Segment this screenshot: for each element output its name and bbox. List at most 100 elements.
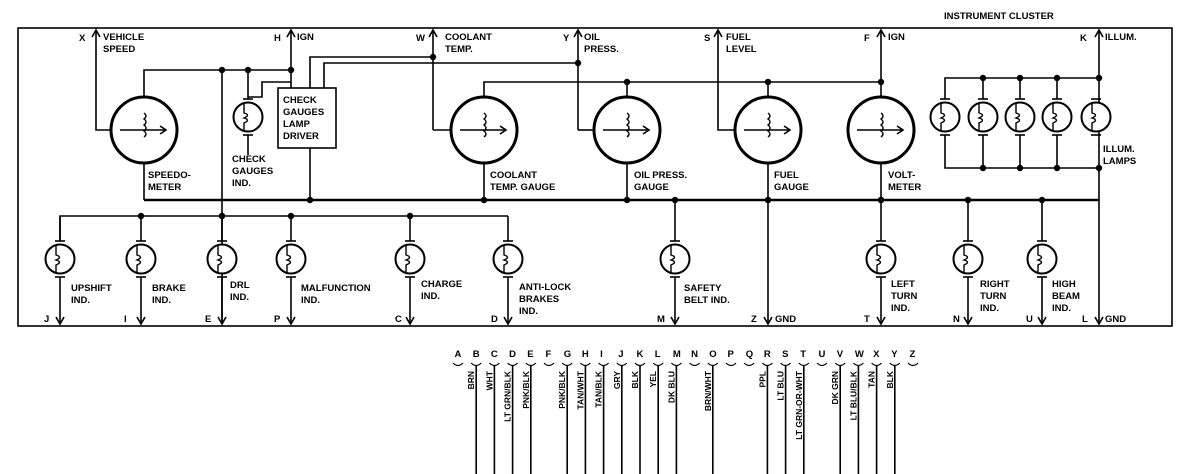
wire (95, 30, 112, 131)
bulb-glass (967, 101, 999, 133)
terminal-label: UPSHIFT (71, 283, 112, 294)
indicator-bulb (952, 240, 984, 278)
connector-pin-socket (507, 362, 519, 367)
connector-pin-label: O (709, 349, 716, 360)
coolant-temp-gauge (449, 95, 519, 165)
filament-icon (501, 245, 509, 273)
filament-icon (134, 245, 142, 273)
junction-dot (764, 196, 772, 204)
bulb-glass (394, 243, 426, 275)
check-gauges-label: CHECK (232, 154, 266, 165)
arrow-down-icon (136, 316, 146, 326)
connector-pin-socket (761, 362, 773, 367)
arrow-down-icon (217, 316, 227, 326)
arrow-right-icon (499, 125, 508, 135)
arrow-right-icon (642, 125, 651, 135)
junction-dot (1095, 164, 1103, 172)
illum-lamps-label: ILLUM. (1103, 144, 1135, 155)
connector-pin-label: K (637, 349, 644, 360)
junction-dot (287, 66, 295, 74)
connector-pin-socket (780, 362, 792, 367)
wire (143, 69, 291, 97)
junction-dot (1053, 164, 1061, 172)
filament-icon (1013, 103, 1021, 131)
filament-icon (284, 245, 292, 273)
connector-pin-label: H (582, 349, 589, 360)
junction-dot (1053, 74, 1061, 82)
coil-icon (766, 112, 771, 138)
terminal-label: IND. (1052, 303, 1071, 314)
connector-pin-socket (798, 362, 810, 367)
connector-pin-label: C (491, 349, 498, 360)
connector-pin-label: N (691, 349, 698, 360)
terminal-label: IND. (980, 303, 999, 314)
connector-pin-label: E (527, 349, 533, 360)
terminal-pin: S (704, 33, 710, 44)
wire (944, 135, 1099, 169)
gauge-label: SPEEDO- (148, 170, 191, 181)
connector-pin-socket (616, 362, 628, 367)
terminal-pin: C (395, 314, 402, 325)
connector-pin-socket (743, 362, 755, 367)
wire-color-label: LT GRN/BLK (503, 370, 513, 422)
connector-pin-label: G (564, 349, 571, 360)
junction-dot (1095, 74, 1103, 82)
terminal-label: RIGHT (980, 279, 1010, 290)
fuel-gauge (733, 95, 803, 165)
connector-pin-socket (652, 362, 664, 367)
terminal-pin: E (205, 314, 211, 325)
indicator-bulb (1026, 240, 1058, 278)
terminal-label: IND. (230, 292, 249, 303)
filament-icon (668, 245, 676, 273)
terminal-label: BRAKE (152, 283, 186, 294)
check-gauges-label: GAUGES (232, 166, 273, 177)
connector-pin-label: Y (891, 349, 898, 360)
wire-color-label: PNK/BLK (521, 370, 531, 409)
terminal-label: IGN (888, 32, 905, 43)
wire (248, 81, 291, 98)
arrow-down-icon (1037, 316, 1047, 326)
wire-color-label: DK GRN (830, 371, 840, 405)
junction-dot (877, 78, 885, 86)
filament-icon (53, 245, 61, 273)
terminal-pin: K (1080, 33, 1087, 44)
terminal-label: ILLUM. (1105, 32, 1137, 43)
connector-pin-socket (670, 362, 682, 367)
bulb-glass (44, 243, 76, 275)
coil-icon (482, 112, 487, 138)
connector-pin-socket (907, 362, 919, 367)
terminal-pin: H (274, 33, 281, 44)
filament-icon (241, 103, 249, 131)
connector-pin-socket (579, 362, 591, 367)
terminal-label: CHARGE (421, 279, 462, 290)
connector-pin-label: U (819, 349, 826, 360)
arrow-right-icon (896, 125, 905, 135)
wire (323, 62, 578, 88)
driver-box-label: GAUGES (283, 107, 324, 118)
terminal-label: VEHICLE (103, 32, 144, 43)
arrow-down-icon (670, 316, 680, 326)
wire-color-label: BLK (885, 370, 895, 388)
junction-dot (287, 212, 295, 220)
terminal-label: TURN (980, 291, 1007, 302)
bulb-glass (492, 243, 524, 275)
filament-icon (403, 245, 411, 273)
bulb-glass (952, 243, 984, 275)
terminal-label: IND. (421, 291, 440, 302)
wire-color-label: PNK/BLK (557, 370, 567, 409)
connector-pin-socket (689, 362, 701, 367)
terminal-pin: J (44, 314, 49, 325)
connector-pin-label: J (618, 349, 623, 360)
connector-pin-socket (634, 362, 646, 367)
terminal-pin: P (274, 314, 281, 325)
terminal-pin: Y (563, 33, 570, 44)
bulb-glass (1026, 243, 1058, 275)
bulb-glass (929, 101, 961, 133)
terminal-pin: I (124, 314, 127, 325)
gauge-label: GAUGE (774, 182, 809, 193)
filament-icon (938, 103, 946, 131)
connector-pin-label: D (509, 349, 516, 360)
wire (717, 30, 734, 131)
connector-pin-label: T (800, 349, 806, 360)
terminal-label: LEFT (891, 279, 915, 290)
